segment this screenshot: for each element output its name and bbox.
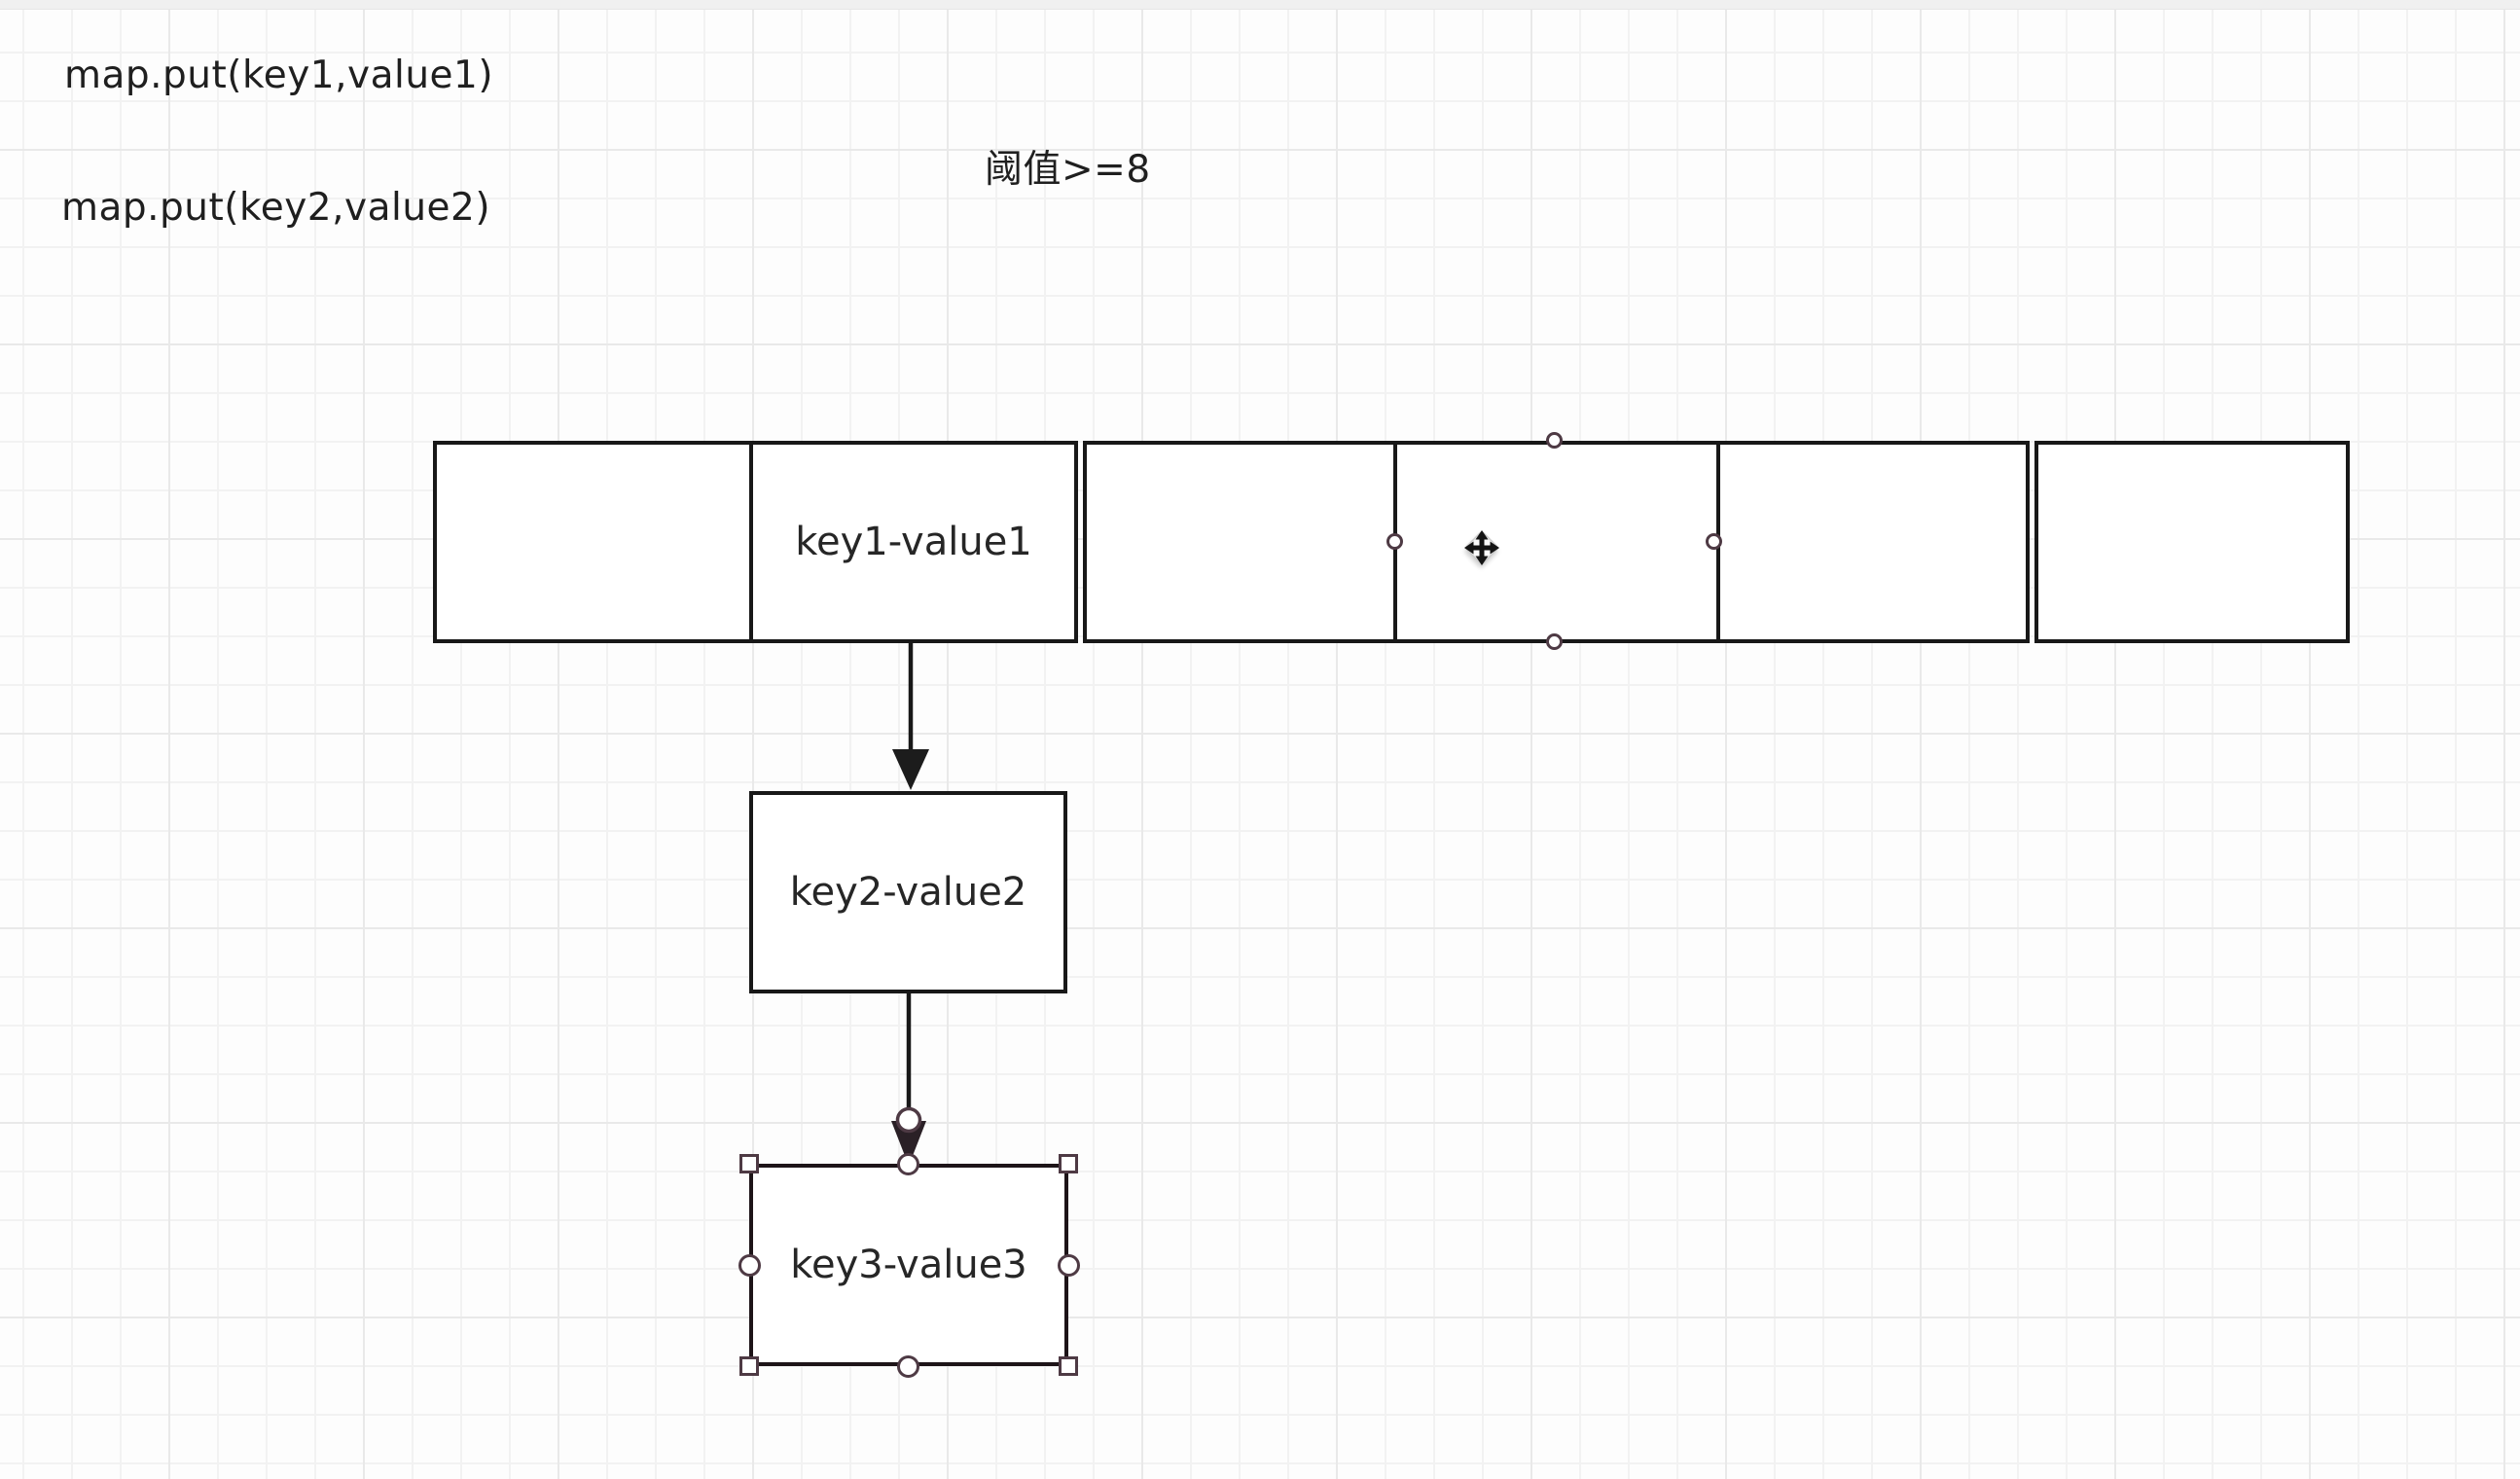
key3-handle-left-mid[interactable] — [738, 1254, 761, 1277]
key3-handle-bottom-right[interactable] — [1059, 1356, 1078, 1376]
array-cell-0[interactable] — [437, 445, 749, 639]
key3-handle-right-mid[interactable] — [1058, 1254, 1080, 1277]
array-segment-3[interactable] — [2034, 441, 2350, 643]
cell-handle-bottom[interactable] — [1546, 633, 1563, 650]
top-bar — [0, 0, 2520, 10]
key3-node-label: key3-value3 — [790, 1243, 1027, 1287]
array-cell-1-label: key1-value1 — [795, 520, 1032, 564]
annotation-map-put2[interactable]: map.put(key2,value2) — [61, 186, 490, 230]
array-cell-5[interactable] — [2038, 445, 2346, 639]
annotation-map-put2-text: map.put(key2,value2) — [61, 186, 491, 230]
key3-handle-top-left[interactable] — [739, 1154, 759, 1173]
key3-node[interactable]: key3-value3 — [749, 1164, 1068, 1366]
annotation-threshold[interactable]: 阈值>=8 — [985, 139, 1151, 194]
key3-handle-bottom-left[interactable] — [739, 1356, 759, 1376]
cell-handle-right[interactable] — [1706, 533, 1722, 550]
annotation-map-put1-text: map.put(key1,value1) — [64, 54, 494, 97]
move-cursor-icon — [1464, 530, 1499, 565]
annotation-map-put1[interactable]: map.put(key1,value1) — [64, 54, 493, 97]
key3-handle-top-right[interactable] — [1059, 1154, 1078, 1173]
cell-handle-top[interactable] — [1546, 432, 1563, 449]
annotation-threshold-text: 阈值>=8 — [985, 148, 1151, 192]
array-cell-3-selected[interactable] — [1393, 445, 1716, 639]
key3-handle-bottom-mid[interactable] — [897, 1355, 919, 1378]
array-segment-2[interactable] — [1083, 441, 2030, 643]
key2-node-label: key2-value2 — [789, 870, 1027, 915]
key2-node[interactable]: key2-value2 — [749, 791, 1067, 993]
key3-handle-top-mid[interactable] — [897, 1153, 919, 1175]
array-cell-4[interactable] — [1716, 445, 2026, 639]
array-cell-2[interactable] — [1087, 445, 1393, 639]
array-segment-1[interactable]: key1-value1 — [433, 441, 1078, 643]
array-cell-1[interactable]: key1-value1 — [749, 445, 1074, 639]
cell-handle-left[interactable] — [1386, 533, 1403, 550]
